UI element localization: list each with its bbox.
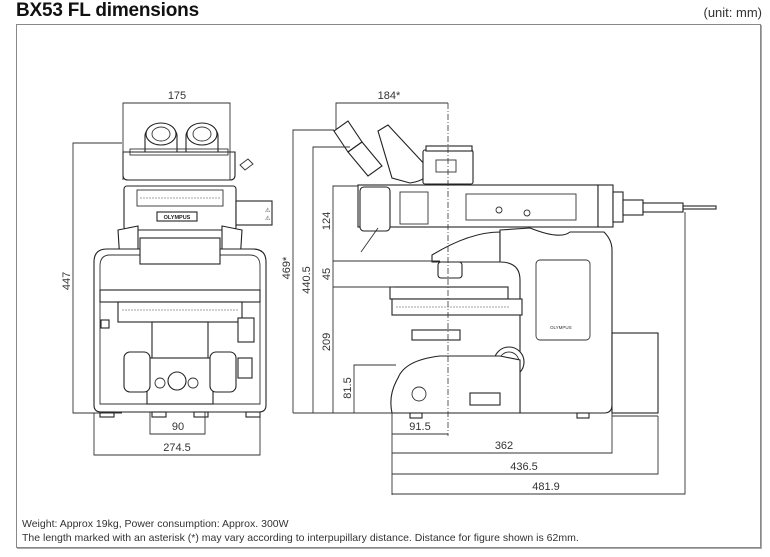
front-dimension-lines [72,102,261,456]
dim-side-gap-45: 45 [321,268,333,280]
front-view-microscope: OLYMPUS ⚠ ⚠ [93,122,273,418]
dim-side-depth-362: 362 [495,440,513,452]
dim-side-stage-209: 209 [321,333,333,351]
dim-front-base-width: 274.5 [163,442,191,454]
dim-side-upper-124: 124 [321,212,333,230]
svg-text:⚠: ⚠ [265,207,271,214]
side-logo: OLYMPUS [550,325,572,330]
svg-text:⚠: ⚠ [265,215,271,222]
dim-front-height: 447 [61,272,73,290]
side-dimension-lines [292,102,686,495]
dim-side-eyepiece-offset: 184* [378,90,401,102]
dim-front-base-center: 90 [172,421,184,433]
page-title: BX53 FL dimensions [16,0,199,21]
dim-side-total-height: 469* [281,256,293,279]
dim-side-front-offset: 91.5 [409,421,430,433]
drawing-frame [16,24,761,548]
side-view-microscope: OLYMPUS [333,120,717,419]
unit-label: (unit: mm) [703,5,763,20]
dim-side-depth-481: 481.9 [532,481,560,493]
dim-side-base-81: 81.5 [342,377,354,398]
dim-side-height-440: 440.5 [301,266,313,294]
dim-front-top-width: 175 [168,90,186,102]
notes: Weight: Approx 19kg, Power consumption: … [22,517,579,545]
front-logo: OLYMPUS [164,215,191,221]
dim-side-depth-436: 436.5 [510,461,538,473]
note-weight-power: Weight: Approx 19kg, Power consumption: … [22,518,289,530]
note-asterisk: The length marked with an asterisk (*) m… [22,532,579,544]
